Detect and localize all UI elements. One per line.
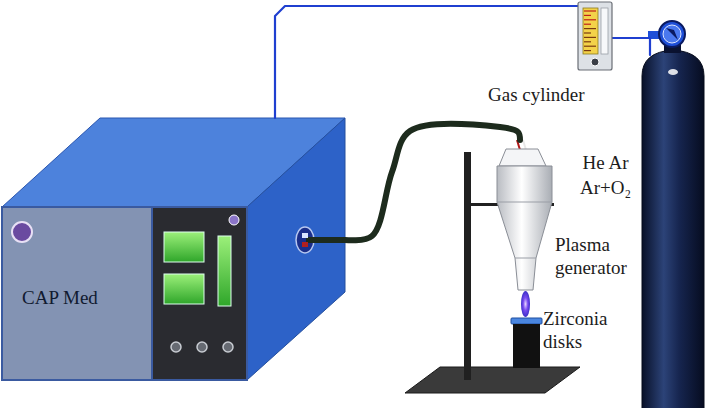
node-label: Gas cylinder	[488, 83, 638, 106]
sample-holder: Zirconia disks	[505, 305, 655, 380]
display-panel	[152, 207, 247, 380]
stand-base	[405, 367, 580, 393]
stand-pole	[464, 152, 471, 380]
logo	[12, 222, 32, 242]
scale-tick	[584, 28, 596, 29]
regulator-dial	[663, 25, 681, 43]
generator-seam	[515, 258, 536, 259]
scale-tick	[584, 19, 596, 20]
logo	[229, 215, 239, 225]
scale-tick	[584, 32, 591, 33]
sample-holder	[513, 324, 540, 368]
knob	[223, 342, 233, 352]
flowmeter-tube	[601, 8, 608, 54]
plasma-generator: Plasma generator	[495, 140, 660, 300]
scale-ticks	[584, 11, 596, 51]
cable-stub	[306, 237, 346, 243]
highlight	[668, 69, 678, 75]
node-label: CAP Med	[22, 286, 142, 309]
plug-pin	[302, 242, 308, 247]
flow-knob	[591, 58, 599, 66]
generator-cap	[499, 149, 546, 166]
scale-tick	[584, 37, 596, 38]
power-cable	[345, 124, 520, 241]
flowmeter	[578, 2, 612, 70]
scale-tick	[584, 50, 591, 51]
node-sublabel: He Ar Ar+O₂	[580, 150, 631, 200]
generator-seam	[497, 202, 552, 203]
scale-tick	[584, 24, 591, 25]
regulator-needle	[666, 28, 678, 40]
gas-tube	[275, 6, 650, 118]
node-label: Zirconia disks	[543, 307, 651, 353]
screen	[164, 274, 204, 304]
scale-tick	[584, 41, 591, 42]
level-bar	[218, 236, 231, 306]
scale-tick	[584, 46, 596, 47]
knob	[197, 342, 207, 352]
box-side	[247, 118, 345, 380]
pressure-regulator	[659, 21, 685, 47]
scale-tick	[584, 15, 591, 16]
zirconia-disk	[511, 318, 542, 324]
plasma-jet	[521, 291, 530, 317]
knob	[171, 342, 181, 352]
screen	[164, 232, 204, 262]
flowmeter-scale	[583, 8, 598, 54]
gas-cylinder-body	[642, 50, 704, 408]
generator-body	[497, 166, 552, 290]
scale-tick	[584, 10, 596, 11]
gas-cylinder: Gas cylinder He Ar Ar+O₂	[483, 55, 706, 400]
node-label: Plasma generator	[555, 233, 655, 279]
device-box: CAP Med	[2, 118, 345, 380]
front-panel	[2, 207, 152, 380]
plug-pin	[302, 233, 308, 238]
